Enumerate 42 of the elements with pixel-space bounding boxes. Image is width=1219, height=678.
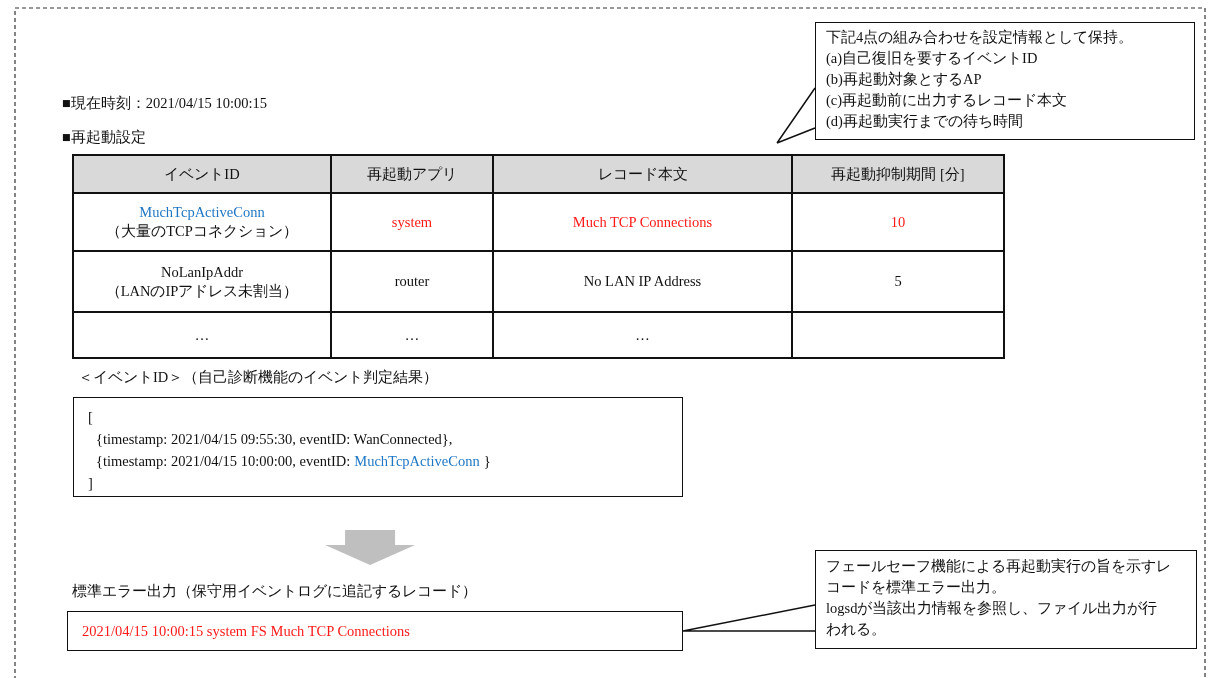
cell-text: MuchTcpActiveConn — [138, 203, 266, 222]
event-list-box — [73, 397, 683, 497]
event-id-text: MuchTcpActiveConn — [354, 452, 480, 470]
callout-text: logsdが当該出力情報を参照し、ファイル出力が行われる。 — [826, 599, 1159, 639]
callout-text: (d)再起動実行までの待ち時間 — [826, 112, 1023, 130]
code-text: [ — [88, 408, 93, 426]
code-text: {timestamp: 2021/04/15 10:00:00, eventID: — [96, 452, 351, 470]
callout-box — [815, 22, 1195, 140]
cell-text: No LAN IP Address — [582, 272, 703, 291]
cell-text: … — [403, 325, 421, 345]
record-text: 2021/04/15 10:00:15 system FS Much TCP Connections — [82, 622, 410, 640]
cell-text: Much TCP Connections — [571, 212, 714, 232]
code-text: {timestamp: 2021/04/15 09:55:30, eventID: WanConnected}, — [96, 430, 453, 448]
output-record-box — [67, 611, 683, 651]
callout-text: (c)再起動前に出力するレコード本文 — [826, 91, 1068, 109]
callout-box — [815, 550, 1197, 649]
callout-pointer — [682, 604, 816, 632]
callout-text: 下記4点の組み合わせを設定情報として保持。 — [826, 28, 1134, 46]
cell-text: system — [390, 212, 434, 232]
cell-text: NoLanIpAddr — [159, 262, 245, 282]
cell-text: 5 — [893, 272, 903, 291]
column-header: イベントID — [163, 164, 241, 184]
cell-text: 10 — [889, 212, 907, 232]
cell-text: （LANのIPアドレス未割当） — [104, 281, 300, 301]
block-arrow — [325, 530, 416, 565]
timestamp-heading: ■現在時刻：2021/04/15 10:00:15 — [62, 94, 267, 112]
callout-pointer — [776, 87, 816, 144]
callout-text: (b)再起動対象とするAP — [826, 70, 982, 88]
callout-text: フェールセーフ機能による再起動実行の旨を示すレコードを標準エラー出力。 — [826, 557, 1172, 597]
column-header: レコード本文 — [596, 164, 689, 184]
column-header: 再起動抑制期間 [分] — [830, 164, 966, 184]
section-heading: 標準エラー出力（保守用イベントログに追記するレコード） — [72, 582, 477, 600]
callout-text: (a)自己復旧を要するイベントID — [826, 49, 1038, 67]
column-header: 再起動アプリ — [366, 164, 458, 184]
cell-text: … — [193, 325, 211, 345]
cell-text: router — [393, 272, 431, 291]
code-text: } — [483, 452, 491, 470]
code-text: ] — [88, 474, 93, 492]
cell-text: … — [634, 325, 651, 345]
section-heading: ＜イベントID＞（自己診断機能のイベント判定結果） — [78, 368, 439, 386]
cell-text: （大量のTCPコネクション） — [105, 222, 299, 241]
section-heading: ■再起動設定 — [62, 128, 146, 146]
